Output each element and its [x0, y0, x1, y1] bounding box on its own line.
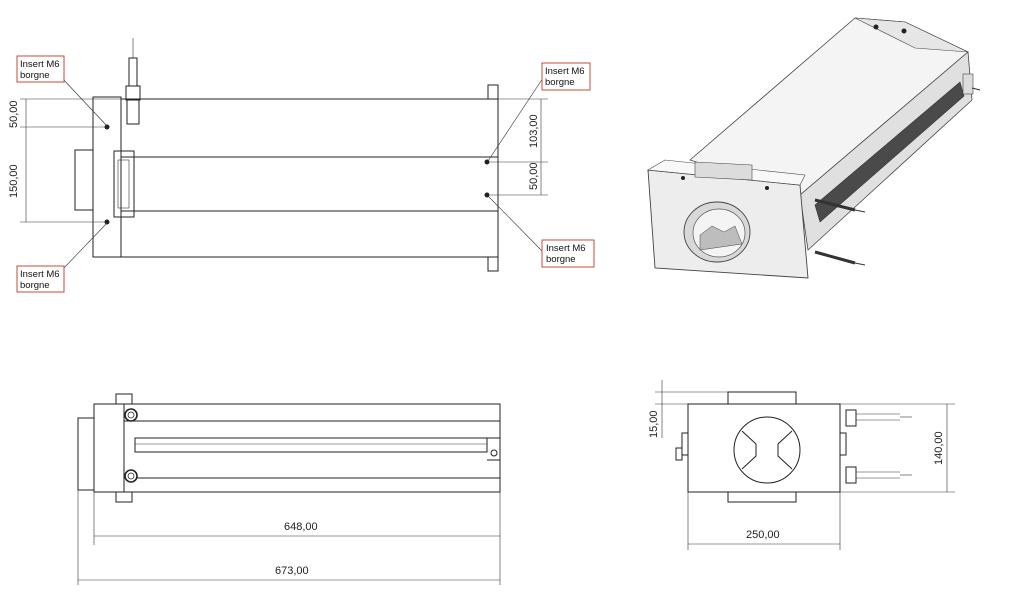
- dim-top-right-103: 103,00: [528, 114, 540, 148]
- dim-top-left-50: 50,00: [8, 100, 20, 128]
- dim-side-15: 15,00: [648, 410, 660, 438]
- dim-front-673: 673,00: [275, 565, 309, 577]
- svg-text:borgne: borgne: [20, 70, 50, 81]
- svg-text:borgne: borgne: [545, 77, 575, 88]
- dim-top-right-50: 50,00: [528, 162, 540, 190]
- dim-front-648: 648,00: [284, 521, 318, 533]
- dim-side-140: 140,00: [933, 431, 945, 465]
- annotation-insert-top-right: Insert M6 borgne: [541, 62, 591, 91]
- dim-side-250: 250,00: [746, 529, 780, 541]
- svg-text:Insert M6: Insert M6: [546, 243, 586, 254]
- front-view: [77, 393, 501, 585]
- svg-text:borgne: borgne: [20, 280, 50, 291]
- svg-text:Insert M6: Insert M6: [545, 66, 585, 77]
- annotation-insert-top-left: Insert M6 borgne: [16, 55, 65, 83]
- insert-hole-bottom-left: [104, 219, 110, 225]
- side-view: [655, 380, 955, 550]
- insert-hole-top-left: [104, 124, 110, 130]
- svg-text:Insert M6: Insert M6: [20, 269, 60, 280]
- annotation-insert-bottom-left: Insert M6 borgne: [16, 265, 65, 293]
- isometric-view: [647, 17, 981, 279]
- annotation-insert-bottom-right: Insert M6 borgne: [541, 239, 595, 268]
- top-view: [20, 38, 548, 272]
- svg-text:Insert M6: Insert M6: [20, 59, 60, 70]
- dim-top-left-150: 150,00: [8, 164, 20, 198]
- svg-text:borgne: borgne: [546, 254, 576, 265]
